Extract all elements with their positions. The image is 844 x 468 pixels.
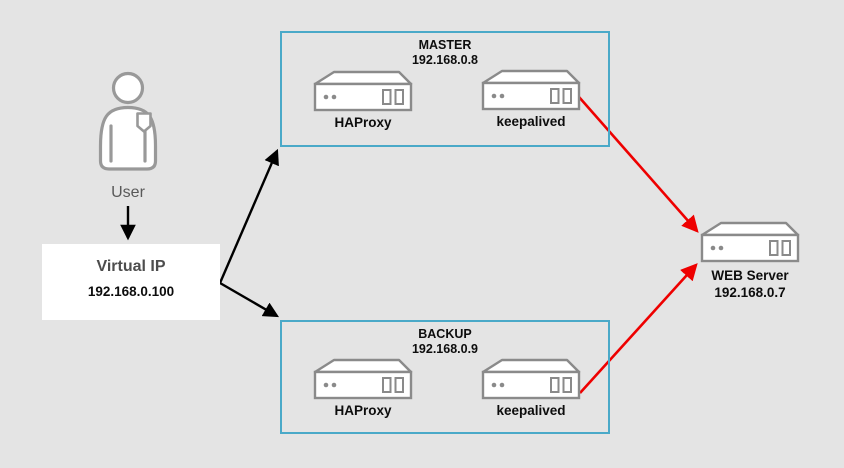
- arrow-virtual-ip-to-master: [218, 148, 279, 284]
- backup-haproxy-node: HAProxy: [313, 358, 413, 418]
- web-server-ip: 192.168.0.7: [714, 284, 786, 300]
- web-server-labels: WEB Server 192.168.0.7: [675, 268, 825, 301]
- web-server-node: [700, 221, 800, 263]
- master-haproxy-label: HAProxy: [334, 115, 392, 130]
- backup-ip: 192.168.0.9: [411, 341, 479, 356]
- master-keepalived-label: keepalived: [496, 114, 566, 129]
- virtual-ip-box: Virtual IP 192.168.0.100: [42, 244, 220, 320]
- server-icon: [481, 69, 581, 111]
- backup-haproxy-label: HAProxy: [334, 403, 392, 418]
- master-keepalived-node: keepalived: [481, 69, 581, 129]
- server-icon: [313, 70, 413, 112]
- user-icon: [98, 71, 158, 171]
- backup-group-title: BACKUP 192.168.0.9: [282, 327, 608, 356]
- master-ip: 192.168.0.8: [411, 52, 479, 67]
- user-label: User: [111, 184, 145, 201]
- web-server-label: WEB Server: [711, 268, 789, 283]
- backup-group-box: BACKUP 192.168.0.9: [280, 320, 610, 434]
- master-title: MASTER: [418, 38, 472, 52]
- arrow-virtual-ip-to-backup: [219, 281, 280, 318]
- server-icon: [700, 221, 800, 263]
- virtual-ip-address: 192.168.0.100: [87, 284, 175, 299]
- master-group-box: MASTER 192.168.0.8: [280, 31, 610, 147]
- backup-keepalived-node: keepalived: [481, 358, 581, 418]
- master-haproxy-node: HAProxy: [313, 70, 413, 130]
- backup-title: BACKUP: [418, 327, 472, 341]
- backup-keepalived-label: keepalived: [496, 403, 566, 418]
- master-group-title: MASTER 192.168.0.8: [282, 38, 608, 67]
- server-icon: [313, 358, 413, 400]
- virtual-ip-title: Virtual IP: [96, 258, 166, 275]
- server-icon: [481, 358, 581, 400]
